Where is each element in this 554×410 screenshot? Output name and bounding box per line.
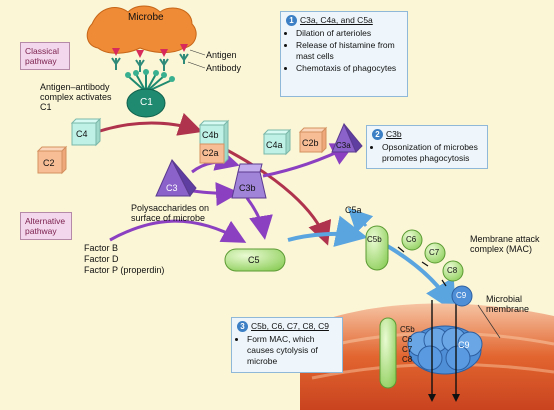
arrow-c3b-to-c5	[245, 197, 273, 240]
effect-box-2-item: Opsonization of microbes promotes phagoc…	[382, 142, 482, 164]
c4-label: C4	[76, 129, 88, 139]
antigen-label: Antigen	[206, 50, 237, 60]
factor-b-label: Factor B	[84, 243, 119, 253]
c6-label: C6	[406, 235, 417, 244]
mac-stack-c8: C8	[402, 355, 413, 364]
factor-p-label: Factor P (properdin)	[84, 265, 165, 275]
arrow-c4-to-c4b	[99, 112, 203, 136]
c4-cube	[70, 117, 102, 147]
c5b-label: C5b	[367, 235, 382, 244]
effect-box-1-item: Release of histamine from mast cells	[296, 40, 402, 62]
antigen-antibody-complex-label: Antigen–antibody complex activates C1	[40, 82, 112, 112]
alternative-pathway-label: Alternative pathway	[20, 212, 72, 240]
mac-stack-c7: C7	[402, 345, 413, 354]
arrow-c5-to-c5b	[287, 215, 368, 247]
microbe-label: Microbe	[128, 12, 164, 23]
c1-label: C1	[140, 97, 153, 108]
c3b-label: C3b	[239, 183, 256, 193]
c8-label: C8	[447, 266, 458, 275]
arrow-c3-to-c3b	[191, 147, 240, 174]
classical-pathway-label: Classical pathway	[20, 42, 70, 70]
arrow-c4b2a-to-c5	[222, 146, 332, 246]
c5-shape	[224, 248, 286, 272]
c4a-label: C4a	[266, 140, 283, 150]
antibody-label: Antibody	[206, 63, 242, 73]
antigen-markers	[112, 44, 188, 58]
c3-label: C3	[166, 183, 178, 193]
polysaccharides-label: Polysaccharides on surface of microbe	[131, 203, 210, 223]
arrow-alternative-to-c5	[109, 219, 247, 243]
c4a-cube	[262, 128, 292, 156]
antibody-markers	[111, 53, 189, 72]
c7-label: C7	[429, 248, 440, 257]
membrane-label: Microbial membrane	[486, 294, 530, 314]
mac-stack-c6: C6	[402, 335, 413, 344]
effect-box-1-number: 1	[286, 15, 297, 26]
c5-label: C5	[248, 255, 260, 265]
effect-box-1-item: Dilation of arterioles	[296, 28, 402, 39]
effect-box-3-number: 3	[237, 321, 248, 332]
c3b-shape	[231, 163, 267, 199]
mac-c9-label: C9	[458, 340, 470, 350]
c4b-label: C4b	[202, 130, 219, 140]
c2a-label: C2a	[202, 148, 219, 158]
c3a-label: C3a	[336, 141, 351, 150]
c5a-label: C5a	[345, 205, 362, 215]
effect-box-3-item: Form MAC, which causes cytolysis of micr…	[247, 334, 337, 367]
mac-pore	[379, 300, 483, 402]
c1-complex	[125, 69, 175, 118]
effect-box-2-number: 2	[372, 129, 383, 140]
effect-box-1-item: Chemotaxis of phagocytes	[296, 63, 402, 74]
c2-label: C2	[43, 158, 55, 168]
mac-stack-c5b: C5b	[400, 325, 415, 334]
arrow-c5-to-c5a	[347, 207, 374, 234]
c2-cube	[36, 145, 68, 175]
mac-label: Membrane attack complex (MAC)	[470, 234, 540, 254]
microbe-shape	[86, 5, 197, 54]
c9-label: C9	[456, 291, 467, 300]
c2b-label: C2b	[302, 138, 319, 148]
factor-d-label: Factor D	[84, 254, 119, 264]
mac-assembly	[365, 225, 473, 307]
arrow-c5b-to-mac	[382, 242, 457, 313]
c2b-cube	[298, 126, 328, 154]
c4b-c2a-stack	[198, 119, 230, 165]
